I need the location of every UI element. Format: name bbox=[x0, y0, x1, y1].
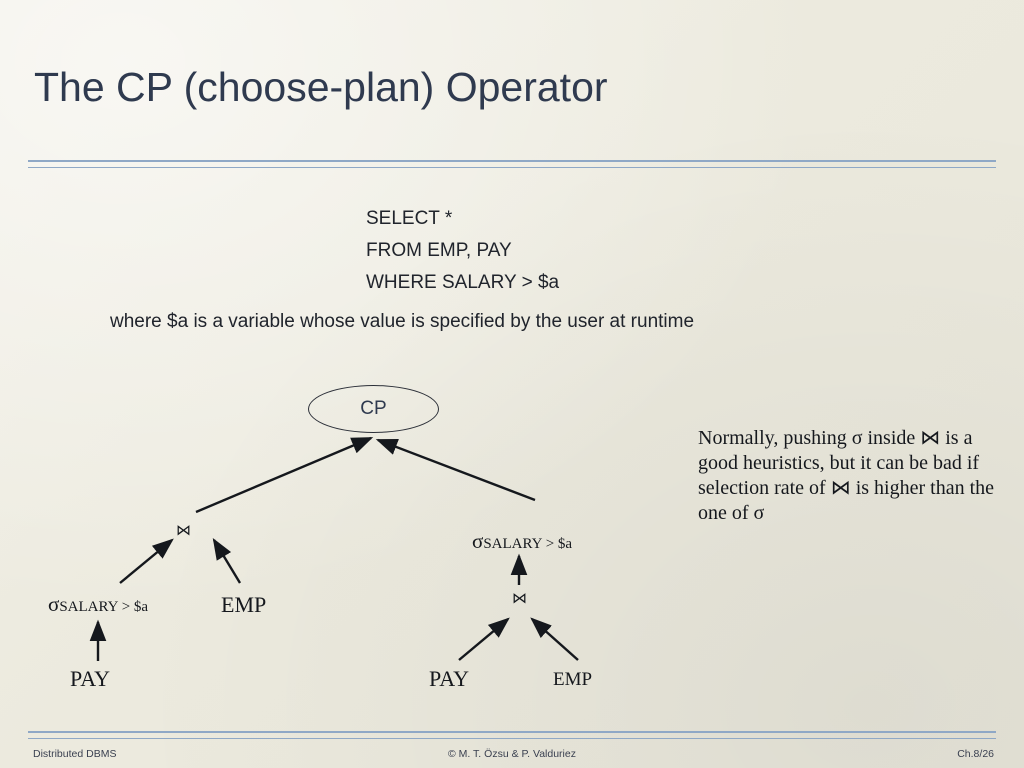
left-plan-relation-emp: EMP bbox=[221, 592, 267, 617]
right-plan-relation-emp: EMP bbox=[553, 669, 593, 690]
right-plan-sigma-symbol: σ bbox=[472, 529, 484, 553]
right-plan-select-node: σSALARY > $a bbox=[472, 529, 572, 554]
cp-node-ellipse bbox=[308, 385, 439, 433]
left-plan-sigma-symbol: σ bbox=[48, 592, 60, 616]
right-plan-join-icon: ⋈ bbox=[512, 591, 527, 607]
divider-bottom bbox=[28, 731, 996, 739]
sql-query-block: SELECT * FROM EMP, PAY WHERE SALARY > $a bbox=[366, 203, 559, 299]
left-plan-relation-pay: PAY bbox=[70, 666, 110, 691]
right-plan-relation-pay: PAY bbox=[429, 666, 469, 691]
variable-note: where $a is a variable whose value is sp… bbox=[110, 311, 695, 332]
heuristics-note: Normally, pushing σ inside ⋈ is a good h… bbox=[698, 427, 995, 524]
divider-top bbox=[28, 160, 996, 168]
footer-page-number: Ch.8/26 bbox=[957, 748, 994, 760]
left-plan-select-predicate: SALARY > $a bbox=[59, 599, 149, 615]
sql-line-select: SELECT * bbox=[366, 208, 453, 229]
page-title: The CP (choose-plan) Operator bbox=[34, 64, 608, 110]
cp-node-label: CP bbox=[360, 398, 387, 419]
footer-copyright: © M. T. Özsu & P. Valduriez bbox=[448, 748, 576, 760]
right-plan-select-predicate: SALARY > $a bbox=[483, 536, 573, 552]
sql-line-where: WHERE SALARY > $a bbox=[366, 272, 560, 293]
left-plan-join-icon: ⋈ bbox=[176, 523, 191, 539]
sql-line-from: FROM EMP, PAY bbox=[366, 240, 512, 261]
footer-left-text: Distributed DBMS bbox=[33, 748, 117, 760]
left-plan-select-node: σSALARY > $a bbox=[48, 592, 148, 617]
